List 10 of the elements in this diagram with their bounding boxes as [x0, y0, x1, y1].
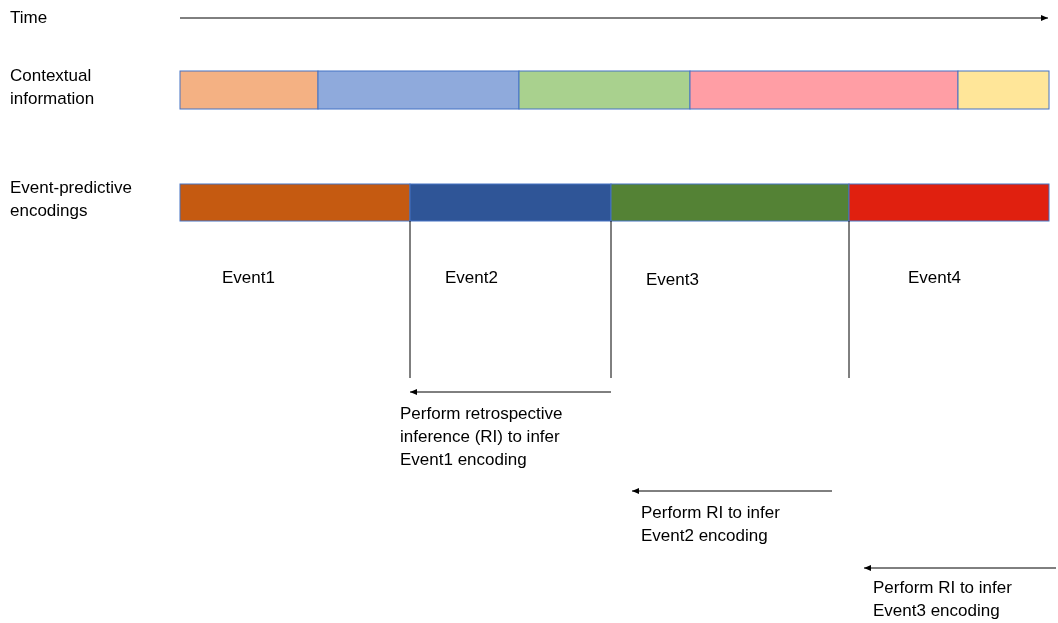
- annotation-text: Perform retrospective inference (RI) to infer Event1 encoding: [400, 403, 564, 471]
- event-label: Event4: [908, 267, 962, 289]
- row-label: Contextual information: [10, 65, 96, 110]
- event-label: Event2: [445, 267, 499, 289]
- axis-label: Time: [10, 7, 49, 29]
- annotation-text: Perform RI to infer Event3 encoding: [873, 577, 1013, 622]
- row-label: Event-predictive encodings: [10, 177, 133, 222]
- event-label: Event3: [646, 269, 700, 291]
- event-label: Event1: [222, 267, 276, 289]
- annotation-text: Perform RI to infer Event2 encoding: [641, 502, 781, 547]
